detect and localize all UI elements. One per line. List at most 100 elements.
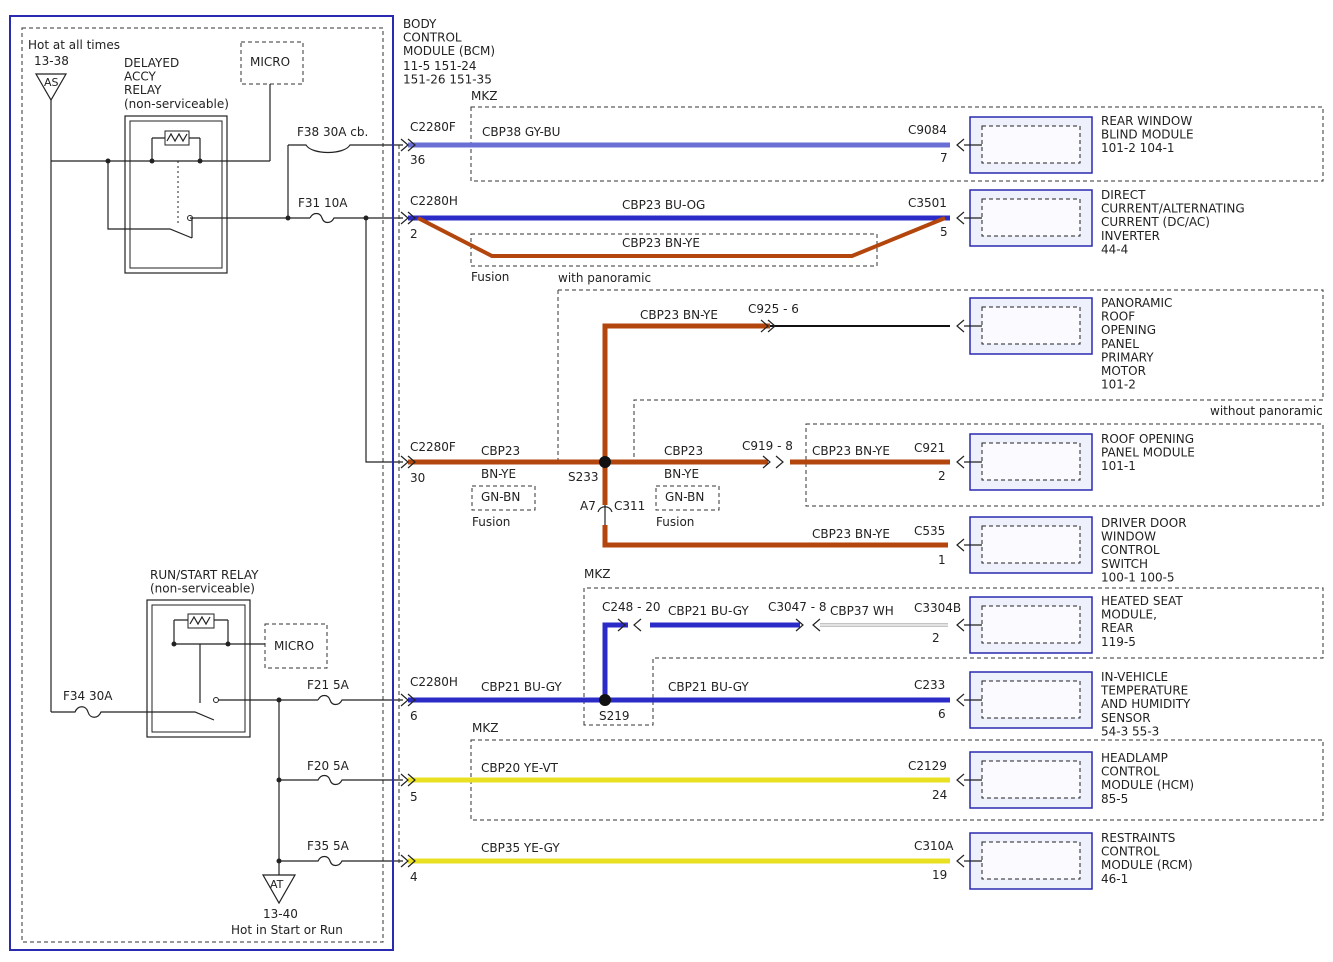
junction-dot [171,641,177,647]
fusion-label-3: Fusion [656,515,694,529]
junction-dot [285,215,291,221]
arrow-icon [760,319,776,333]
fuse-f34-label: F34 30A [63,689,113,703]
pin-label: 6 [938,707,946,721]
arrow-icon [956,319,965,333]
connector-label: C2280F [410,120,456,134]
relay-coil-icon [187,613,215,629]
wire-label: CBP21 BU-GY [668,604,749,618]
with-panoramic-label: with panoramic [558,271,651,285]
connector-label: C311 [614,499,645,513]
junction-dot [363,215,369,221]
micro2-label: MICRO [274,639,314,653]
fuse-f35-label: F35 5A [307,839,350,853]
splice-s219 [599,694,611,706]
micro-box [240,41,304,85]
pin-label: 2 [410,227,418,241]
arrow-icon [956,455,965,469]
connector-label: C2280H [410,675,458,689]
connector-label: C3304B [914,601,961,615]
fuse-f21-label: F21 5A [307,678,350,692]
gnbn-box-2 [655,485,720,511]
splice-label: S219 [599,709,630,723]
as-symbol: AS [44,76,59,89]
arrow-icon [956,618,965,632]
gnbn-label-2: GN-BN [665,490,704,504]
relay-coil-wiring [51,84,271,162]
runstart-relay-label: RUN/START RELAY(non-serviceable) [150,568,259,596]
junction-dot [197,158,203,164]
wire-label: CBP23 BU-OG [622,198,705,212]
junction-dot [149,158,155,164]
wire-cbp23-fusion-loop [417,216,946,258]
relay-coil-zigzag-icon [166,132,188,143]
wire-label: CBP23 BN-YE [622,236,700,250]
wire-cbp23-panoramic [602,323,770,462]
mkz-label-2: MKZ [584,567,610,581]
at-reference: 13-40 [263,907,298,921]
connector-label: C2280F [410,440,456,454]
module-inner [981,605,1081,644]
pin-label: 7 [940,151,948,165]
mkz-label-3: MKZ [472,721,498,735]
connector-label: C2129 [908,759,947,773]
connector-arrows [400,138,965,868]
fusion-zone-1 [470,233,878,267]
micro-label: MICRO [250,55,290,69]
connector-label: C921 [914,441,945,455]
pin-label: 1 [938,553,946,567]
delayed-accy-relay [124,115,228,274]
arrow-icon [400,138,416,152]
fuse-f20-icon [279,774,403,786]
connector-c311-icon [597,505,613,525]
delayed-accy-relay-inner [129,120,223,269]
wire-cbp21-riser [602,622,628,700]
runstart-relay-inner [151,604,246,733]
junction-dot [276,697,282,703]
relay-coil-zigzag-icon [189,615,211,626]
arrow-icon [956,854,965,868]
fusion-label-1: Fusion [471,270,509,284]
pin-label: 5 [940,225,948,239]
arrow-icon [400,693,416,707]
fuse-f38-icon [288,144,403,154]
runstart-switch-feed [51,706,215,721]
relay-terminal [213,697,219,703]
arrow-icon [956,211,965,225]
as-reference: 13-38 [34,54,69,68]
wire-label: CBP23 [664,444,703,458]
pin-label: 5 [410,790,418,804]
pin-label: 30 [410,471,425,485]
mkz-zone-2 [583,587,1324,726]
wire-label: CBP21 BU-GY [668,680,749,694]
gnbn-box-1 [471,485,536,511]
junction-dot [105,158,111,164]
connector-label: C248 - 20 [602,600,661,614]
module-inner [981,198,1081,237]
wire-label: BN-YE [664,467,699,481]
micro-box-2 [264,623,328,669]
pin-label: 19 [932,868,947,882]
arrow-icon [956,693,965,707]
hot-at-all-times-label: Hot at all times [28,38,120,52]
runstart-coil-wiring [173,619,265,703]
pin-label: 36 [410,153,425,167]
splice-label: S233 [568,470,599,484]
wire-label: CBP21 BU-GY [481,680,562,694]
wire-label: CBP35 YE-GY [481,841,560,855]
arrow-icon [762,455,784,469]
relay-switch-contact [107,161,193,239]
wire-cbp23-driver [602,462,948,548]
connector-label: C3047 - 8 [768,600,827,614]
as-hot-triangle-icon [34,73,68,102]
